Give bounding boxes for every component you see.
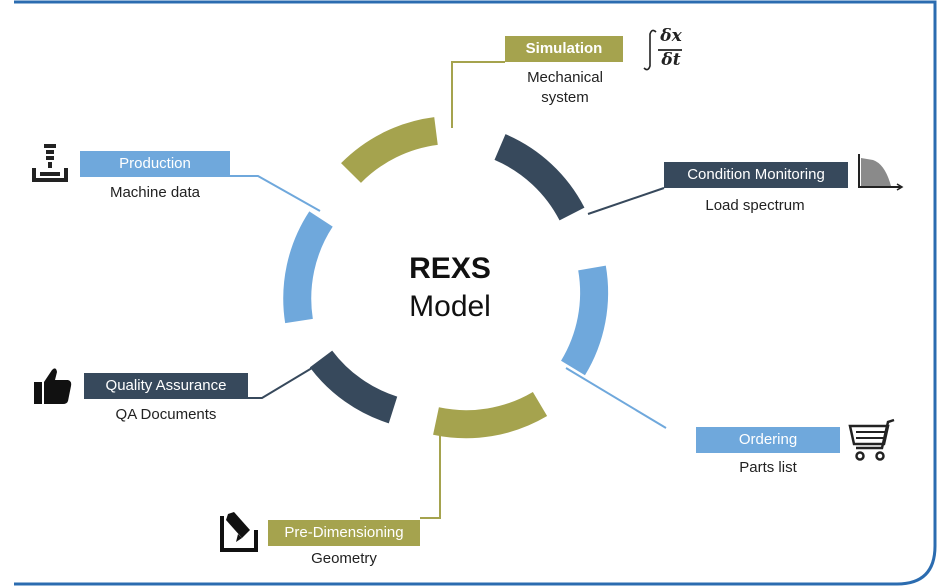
connector-predim (420, 427, 444, 519)
predim-sub: Geometry (311, 550, 377, 567)
arc-quality (309, 350, 398, 424)
production-label: Production (80, 151, 230, 177)
connector-condition (587, 187, 665, 215)
frame-border (14, 0, 937, 586)
arc-simulation (341, 117, 439, 184)
integral-icon: δx δt (640, 26, 690, 74)
connector-quality (248, 361, 323, 399)
condition-label: Condition Monitoring (664, 162, 848, 188)
arc-condition (494, 134, 585, 221)
condition-sub: Load spectrum (705, 197, 805, 214)
connector-production (230, 175, 321, 212)
simulation-sub-1: Mechanical (527, 69, 603, 86)
load-chart-icon (855, 152, 905, 192)
formula-denominator: δt (661, 50, 681, 70)
simulation-sub-2: system (541, 89, 589, 106)
edit-icon (218, 510, 262, 554)
shopping-cart-icon (848, 418, 900, 464)
machine-icon (30, 142, 70, 184)
thumbs-up-icon (32, 366, 74, 406)
simulation-label: Simulation (505, 36, 623, 62)
ordering-sub: Parts list (739, 459, 797, 476)
connector-ordering (565, 367, 667, 429)
arc-ordering (560, 265, 609, 376)
center-title: REXS (409, 252, 491, 285)
quality-label: Quality Assurance (84, 373, 248, 399)
predim-label: Pre-Dimensioning (268, 520, 420, 546)
production-sub: Machine data (109, 184, 201, 201)
ordering-label: Ordering (696, 427, 840, 453)
connector-simulation (451, 61, 505, 128)
center-subtitle: Model (409, 290, 491, 323)
arc-production (283, 211, 333, 324)
quality-sub: QA Documents (115, 406, 217, 423)
formula-numerator: δx (660, 26, 682, 46)
arc-predim (433, 391, 548, 439)
